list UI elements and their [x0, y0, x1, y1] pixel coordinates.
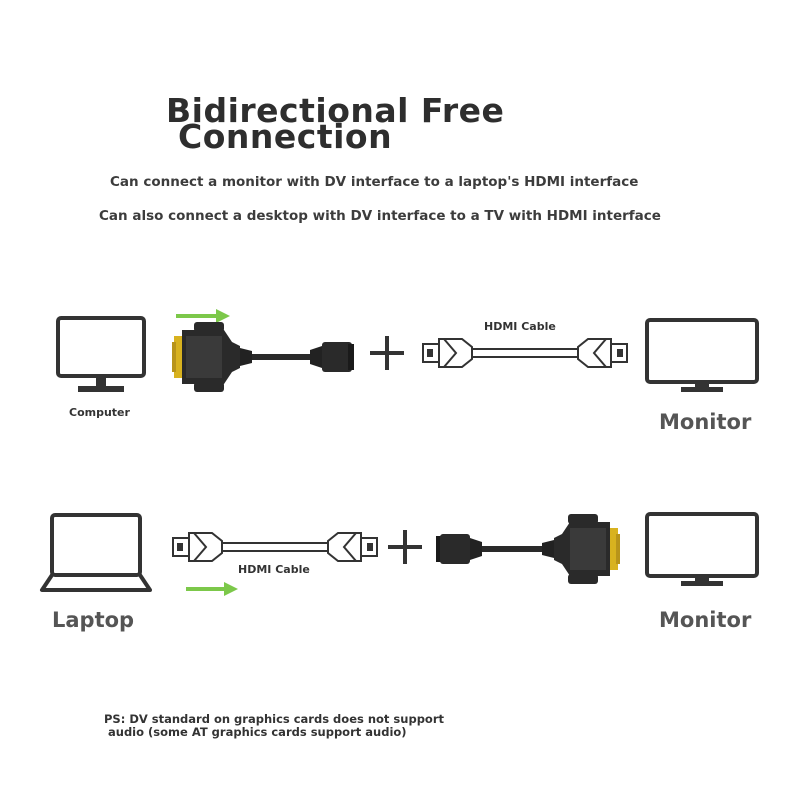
plus-icon [370, 336, 404, 370]
monitor-icon [645, 318, 759, 392]
row1-target-label: Monitor [659, 410, 752, 434]
heading-line-1: Bidirectional Free [166, 91, 505, 130]
computer-icon [56, 316, 146, 392]
note-line-2: audio (some AT graphics cards support au… [104, 725, 407, 739]
hdmi-to-dvi-adapter [436, 514, 620, 584]
row2-source-label: Laptop [52, 608, 135, 632]
subtitle-2: Can also connect a desktop with DV inter… [99, 208, 661, 224]
row2-target-label: Monitor [659, 608, 752, 632]
subtitle-1: Can connect a monitor with DV interface … [110, 174, 639, 190]
hdmi-cable-icon [422, 338, 628, 368]
direction-arrow-icon [176, 309, 230, 323]
dvi-to-hdmi-adapter [172, 322, 354, 392]
monitor-icon [645, 512, 759, 586]
plus-icon [388, 530, 422, 564]
laptop-icon [40, 513, 152, 592]
row1-source-label: Computer [69, 406, 130, 419]
note-line-1: PS: DV standard on graphics cards does n… [104, 712, 444, 726]
row1-cable-label: HDMI Cable [484, 320, 556, 333]
row2-cable-label: HDMI Cable [238, 563, 310, 576]
hdmi-cable-icon [172, 532, 378, 562]
heading-line-2: Connection [178, 117, 393, 156]
direction-arrow-icon [186, 582, 238, 596]
